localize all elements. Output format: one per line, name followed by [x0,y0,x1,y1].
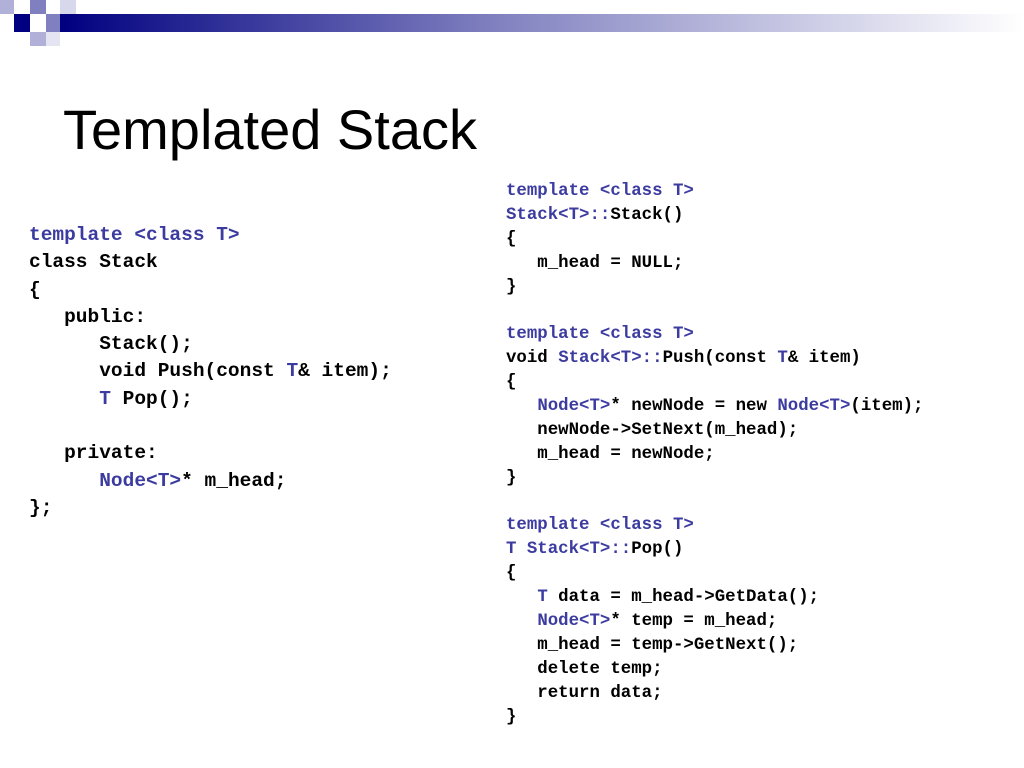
slide-title: Templated Stack [63,98,477,161]
code-text: { [506,373,517,393]
method-definitions-code: template <class T>Stack<T>::Stack(){ m_h… [506,180,923,729]
header-square [60,0,76,14]
code-text [506,612,537,631]
code-line: m_head = NULL; [506,252,923,276]
code-text: { [29,278,41,301]
code-text: { [506,229,517,249]
header-square [14,14,30,32]
code-text [29,470,99,492]
header-square [46,14,60,32]
code-line: T Stack<T>::Pop() [506,538,923,562]
code-text [29,388,99,410]
code-text: delete temp; [506,659,663,679]
code-text: Pop(); [110,387,193,410]
code-line: Node<T>* newNode = new Node<T>(item); [506,395,923,419]
code-line: Node<T>* m_head; [29,468,392,495]
code-line [29,413,392,440]
code-line: } [506,467,923,491]
header-square [46,32,60,46]
code-text: void [506,349,559,369]
code-line: Stack(); [29,331,392,358]
code-text: & item); [298,360,392,383]
header-square [0,0,14,14]
code-line: T Pop(); [29,386,392,413]
code-keyword: Node<T> [99,469,182,492]
code-text: } [506,707,517,727]
code-text: public: [29,305,147,328]
code-text: Stack(); [29,333,193,356]
code-line: Node<T>* temp = m_head; [506,610,923,634]
code-line [506,491,923,515]
code-line: return data; [506,682,923,706]
code-line: template <class T> [506,323,923,347]
code-line: m_head = temp->GetNext(); [506,634,923,658]
code-text: void Push(const [29,360,287,383]
code-keyword: template <class T> [506,516,694,536]
code-text: } [506,277,517,297]
code-text: m_head = NULL; [506,253,684,273]
code-line: m_head = newNode; [506,443,923,467]
code-line: newNode->SetNext(m_head); [506,419,923,443]
code-text: Stack() [610,205,684,225]
code-text: }; [29,496,53,519]
code-line: template <class T> [506,514,923,538]
code-line: T data = m_head->GetData(); [506,586,923,610]
code-text: m_head = newNode; [506,444,715,464]
code-line: class Stack [29,249,392,276]
code-line: void Stack<T>::Push(const T& item) [506,347,923,371]
code-keyword: T [286,360,299,383]
code-text: & item) [787,349,861,369]
class-declaration-code: template <class T> class Stack { public: S… [29,222,392,522]
code-line: } [506,706,923,730]
code-line: Stack<T>::Stack() [506,204,923,228]
code-keyword: Node<T> [537,397,611,417]
code-keyword: Node<T> [537,612,611,632]
code-text: * newNode = new [610,397,778,417]
code-keyword: T [99,387,111,410]
code-text [506,588,537,607]
header-square [30,32,46,46]
code-text: (item); [850,397,924,417]
code-text: Pop() [631,540,684,560]
code-line: delete temp; [506,658,923,682]
code-text: { [506,564,517,584]
code-text: Push(const [662,349,778,369]
slide-header-decoration [0,0,1024,46]
code-keyword: template <class T> [29,224,240,246]
code-keyword: T [537,588,548,608]
code-text: data = m_head->GetData(); [547,588,820,608]
code-text: private: [29,442,158,465]
code-text: * temp = m_head; [610,612,778,632]
code-line: template <class T> [29,222,392,249]
code-line: { [29,277,392,304]
code-keyword: T [777,349,788,369]
header-gradient-bar [60,14,1024,32]
code-line: private: [29,440,392,467]
code-line [506,299,923,323]
code-line: { [506,371,923,395]
code-line: { [506,228,923,252]
code-keyword: Stack<T>:: [506,205,611,225]
code-line: }; [29,495,392,522]
code-keyword: template <class T> [506,182,694,201]
code-text: return data; [506,683,663,703]
code-text: class Stack [29,251,158,274]
code-text: newNode->SetNext(m_head); [506,420,799,440]
code-keyword: template <class T> [506,325,694,345]
code-line: void Push(const T& item); [29,358,392,385]
code-text: } [506,468,517,488]
code-keyword: Stack<T>:: [558,349,663,369]
code-keyword: Node<T> [777,397,851,417]
header-square [30,0,46,14]
code-keyword: T Stack<T>:: [506,540,632,560]
code-text [506,397,537,416]
code-line: { [506,562,923,586]
code-text: * m_head; [181,469,287,492]
code-line: } [506,276,923,300]
code-text: m_head = temp->GetNext(); [506,635,799,655]
code-line: template <class T> [506,180,923,204]
code-line: public: [29,304,392,331]
